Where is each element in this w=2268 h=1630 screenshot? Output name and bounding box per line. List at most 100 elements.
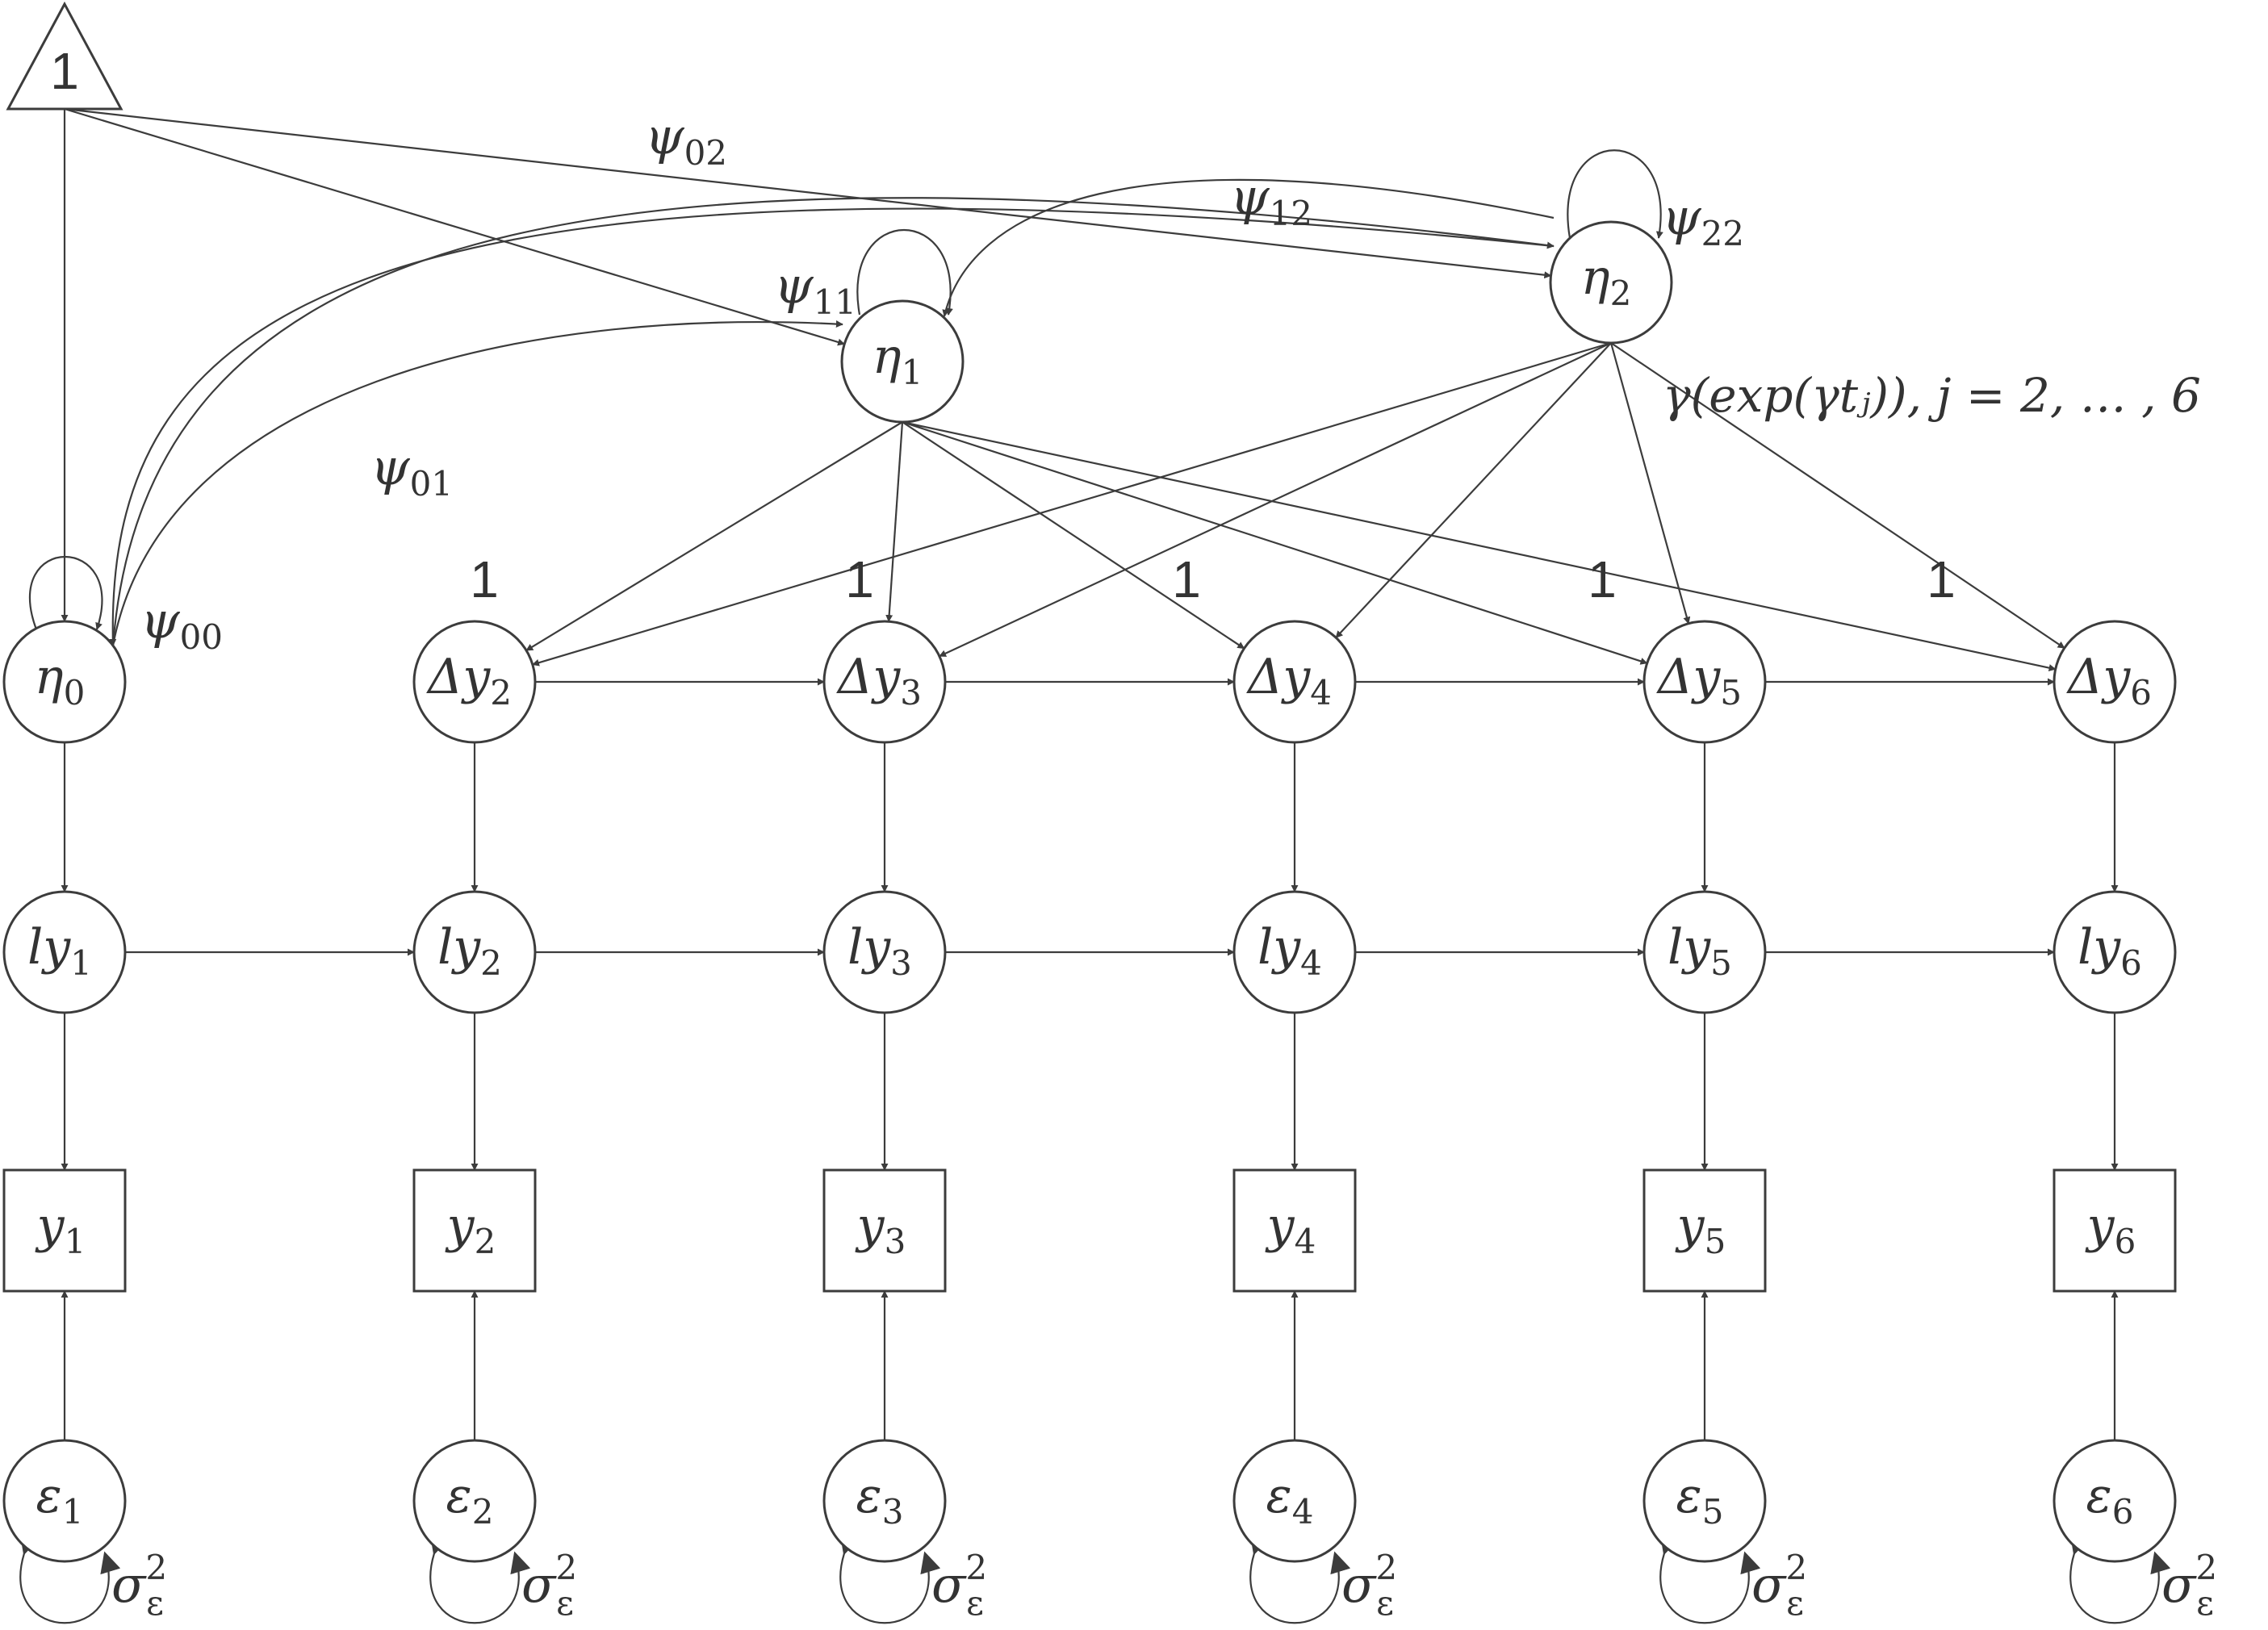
residual-loop-3 [839,1532,941,1624]
loading-eta2-to-dy2 [532,341,1612,667]
eps-node-1-label: ε1 [36,1468,84,1532]
psi00-label: ψ00 [140,591,223,657]
eta2-node-label: η2 [1581,249,1632,313]
ly-node-1-label: ly1 [27,919,92,983]
psi11-loop [856,228,953,316]
constant-node: 1 [6,1,123,111]
psi00-loop [28,556,103,630]
loading-one-label: 1 [1927,550,1956,608]
psi01-arrow [111,320,843,646]
eps-node-6: ε6 [2052,1439,2177,1563]
dy-node-4: Δy4 [1232,620,1357,744]
dy-node-3-label: Δy3 [836,649,922,713]
psi11-label: ψ11 [774,256,856,322]
y-node-2-label: y2 [445,1197,496,1261]
y-node-4-label: y4 [1265,1197,1316,1261]
loading-eta1-to-dy4 [902,421,1245,650]
dy-node-2: Δy2 [412,620,537,744]
y-node-5-label: y5 [1675,1197,1726,1261]
eps-node-2: ε2 [412,1439,537,1563]
ly-node-5-label: ly5 [1668,919,1732,983]
eta0-node-label: η0 [35,649,86,713]
y-node-1: y1 [2,1168,127,1293]
loading-eta1-to-dy6 [902,420,2057,671]
ly-node-4: ly4 [1232,890,1357,1014]
psi01-label: ψ01 [370,437,453,504]
dy-node-2-label: Δy2 [426,649,512,713]
eps-node-5-label: ε5 [1676,1468,1724,1532]
ly-node-6: ly6 [2052,890,2177,1014]
psi22-label: ψ22 [1662,187,1744,253]
psi12-arrow [942,178,1555,317]
ly-node-2: ly2 [412,890,537,1014]
eps-node-6-label: ε6 [2086,1468,2134,1532]
y-node-2: y2 [412,1168,537,1293]
y-node-3-label: y3 [855,1197,906,1261]
eps-node-2-label: ε2 [446,1468,494,1532]
residual-loop-2 [429,1532,531,1624]
eps-node-5: ε5 [1642,1439,1767,1563]
residual-loop-4 [1249,1532,1351,1624]
loading-eta2-to-dy4 [1335,342,1612,638]
ly-node-2-label: ly2 [437,919,502,983]
loading-eta1-to-dy3 [885,421,904,623]
eps-node-3-label: ε3 [856,1468,904,1532]
eps-node-4: ε4 [1232,1439,1357,1563]
psi12-label: ψ12 [1230,167,1312,233]
eta0-node: η0 [2,620,127,744]
eps-node-4-label: ε4 [1266,1468,1314,1532]
dy-node-3: Δy3 [822,620,947,744]
ly-node-1: ly1 [2,890,127,1014]
eta1-node: η1 [840,299,965,424]
residual-loop-6 [2069,1532,2171,1624]
ly-node-6-label: ly6 [2078,919,2142,983]
psi02-arrow [111,197,1555,646]
constant-label: 1 [50,42,79,100]
y-node-4: y4 [1232,1168,1357,1293]
dy-node-4-label: Δy4 [1246,649,1332,713]
ly-node-3-label: ly3 [847,919,912,983]
loading-one-label: 1 [1172,550,1201,608]
dy-node-6: Δy6 [2052,620,2177,744]
loading-eta2-to-dy5 [1609,342,1691,625]
loading-one-label: 1 [1588,550,1617,608]
dy-node-5-label: Δy5 [1656,649,1742,713]
loading-eta2-to-dy3 [939,342,1612,658]
formula-label: γ(exp(γtⱼ)), j = 2, … , 6 [1663,368,2201,423]
y-node-5: y5 [1642,1168,1767,1293]
dy-node-5: Δy5 [1642,620,1767,744]
psi22-loop [1567,149,1663,239]
ly-node-3: ly3 [822,890,947,1014]
ly-node-5: ly5 [1642,890,1767,1014]
loading-one-label: 1 [845,550,874,608]
eta1-node-label: η1 [872,328,923,392]
loading-eta1-to-dy2 [525,421,903,651]
paths-layer [19,107,2171,1624]
dy-node-6-label: Δy6 [2066,649,2152,713]
eps-node-3: ε3 [822,1439,947,1563]
residual-loop-1 [19,1532,121,1624]
residual-loop-5 [1659,1532,1761,1624]
psi02-label: ψ02 [645,107,727,173]
eta2-node: η2 [1549,220,1673,345]
ly-node-4-label: ly4 [1257,919,1322,983]
loading-eta2-to-dy6 [1610,342,2065,650]
path-constant-to-eta2 [64,107,1552,279]
y-node-6: y6 [2052,1168,2177,1293]
loading-eta1-to-dy5 [902,420,1648,665]
psi02-arrow-back [109,207,1555,646]
y-node-1-label: y1 [35,1197,86,1261]
y-node-3: y3 [822,1168,947,1293]
eps-node-1: ε1 [2,1439,127,1563]
y-node-6-label: y6 [2085,1197,2136,1261]
path-constant-to-eta1 [64,107,846,346]
